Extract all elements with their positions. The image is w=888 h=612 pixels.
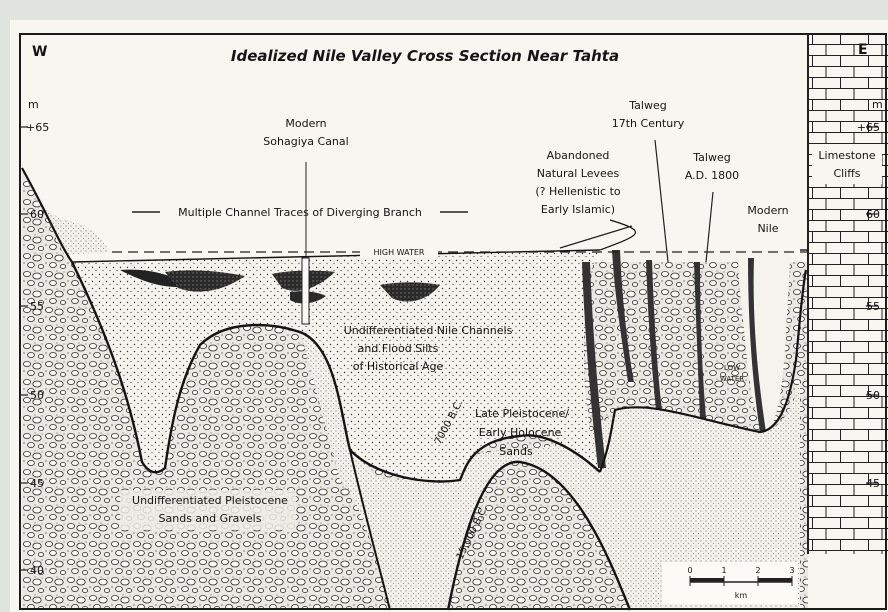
- left-elev-55: 55: [30, 300, 44, 313]
- scale-tick-2: 2: [755, 566, 760, 575]
- cliffs-label-line2: Cliffs: [833, 167, 860, 180]
- levees-label-line3: (? Hellenistic to: [535, 185, 621, 198]
- modern-nile-label-line2: Nile: [757, 222, 778, 235]
- channel-traces-label: Multiple Channel Traces of Diverging Bra…: [178, 206, 422, 219]
- pleist-label-line2: Sands and Gravels: [159, 512, 262, 525]
- canal-label-line2: Sohagiya Canal: [263, 135, 348, 148]
- left-elev-50: 50: [30, 389, 44, 402]
- east-label: E: [858, 42, 868, 58]
- limestone-cliffs: [808, 34, 888, 554]
- levees-label-line4: Early Islamic): [541, 203, 615, 216]
- levees-label-line2: Natural Levees: [537, 167, 620, 180]
- levees-label-line1: Abandoned: [547, 149, 610, 162]
- undiff-label-line2: and Flood Silts: [358, 342, 439, 355]
- talweg-17th-leader: [655, 140, 668, 262]
- diagram-title: Idealized Nile Valley Cross Section Near…: [231, 47, 619, 65]
- talweg17-label-line2: 17th Century: [612, 117, 685, 130]
- right-elev-45: 45: [866, 477, 880, 490]
- scale-unit: km: [735, 591, 748, 600]
- late-label-line2: Early Holocene: [479, 426, 562, 439]
- pleist-label-line1: Undifferentiated Pleistocene: [132, 494, 288, 507]
- right-elev-50: 50: [866, 389, 880, 402]
- west-label: W: [32, 44, 47, 60]
- low-water-label-line1: LOW: [724, 364, 740, 372]
- left-elev-40: 40: [30, 564, 44, 577]
- modern-nile-label-line1: Modern: [747, 204, 788, 217]
- scale-tick-1: 1: [721, 566, 726, 575]
- talweg17-label-line1: Talweg: [628, 99, 666, 112]
- scale-bar-box: [662, 562, 798, 604]
- right-unit-label: m: [872, 98, 883, 111]
- left-elev-65: +65: [26, 121, 49, 134]
- scale-tick-0: 0: [687, 566, 692, 575]
- right-elev-60: 60: [866, 208, 880, 221]
- talweg1800-label-line2: A.D. 1800: [685, 169, 739, 182]
- left-elev-60: 60: [30, 208, 44, 221]
- cliffs-label-line1: Limestone: [818, 149, 875, 162]
- canal-label-line1: Modern: [285, 117, 326, 130]
- levees-leader: [560, 226, 632, 248]
- scale-tick-3: 3: [789, 566, 794, 575]
- high-water-label: HIGH WATER: [374, 248, 425, 257]
- late-label-line3: Sands: [499, 445, 533, 458]
- undiff-label-line3: of Historical Age: [353, 360, 444, 373]
- late-label-line1: Late Pleistocene/: [475, 407, 569, 420]
- sohagiya-canal-marker: [302, 258, 309, 324]
- right-elev-55: 55: [866, 300, 880, 313]
- low-water-label-line2: WATER: [720, 375, 744, 383]
- left-unit-label: m: [28, 98, 39, 111]
- left-elev-45: 45: [30, 477, 44, 490]
- right-elev-65: +65: [857, 121, 880, 134]
- undiff-label-line1: Undifferentiated Nile Channels: [344, 324, 513, 337]
- talweg1800-label-line1: Talweg: [692, 151, 730, 164]
